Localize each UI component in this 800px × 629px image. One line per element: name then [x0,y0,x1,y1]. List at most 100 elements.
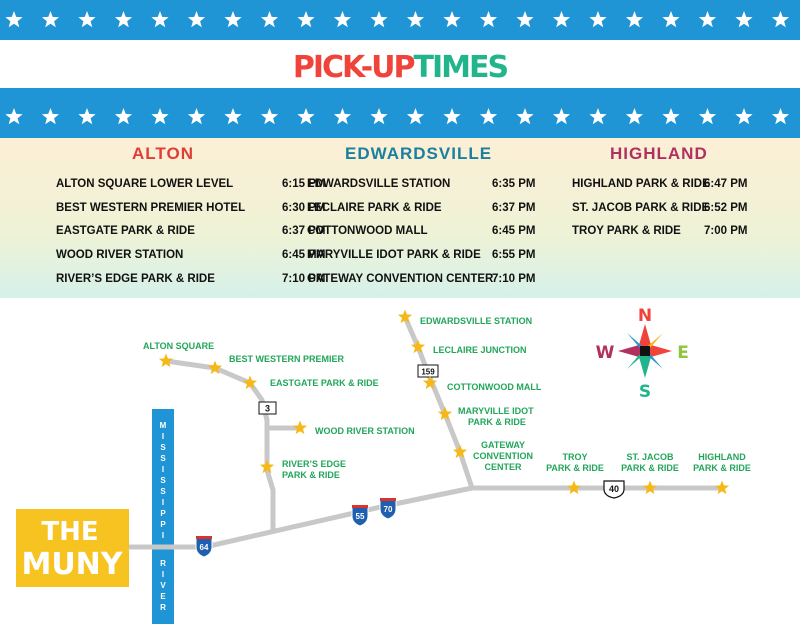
stop-star [158,353,174,368]
compass-rose: N S E W [596,306,689,402]
stop-star [410,339,426,354]
stop-time: 6:30 PM [282,201,326,214]
stop-name: MARYVILLE IDOT PARK & RIDE [307,249,481,262]
mississippi-river [152,409,174,624]
route-159-shield: 159 [417,364,439,378]
label-leclaire: LECLAIRE JUNCTION [433,345,527,355]
banner-star [151,11,169,28]
banner-star [443,108,461,125]
stop-name: COTTONWOOD MALL [307,225,428,238]
stop-name: BEST WESTERN PREMIER HOTEL [56,201,246,214]
banner-star [297,11,315,28]
stop-star [437,406,453,421]
title-part-times: TIMES [413,50,510,85]
banner-star [370,108,388,125]
banner-star [297,108,315,125]
stop-star [292,420,308,435]
label-gateway-3: CENTER [484,462,522,472]
stop-name: HIGHLAND PARK & RIDE [572,178,710,190]
banner-star [735,108,753,125]
stop-name: EDWARDSVILLE STATION [307,178,451,190]
stop-time: 7:10 PM [282,272,326,285]
banner-star [698,11,717,28]
banner-star [625,108,644,125]
banner-star [516,11,534,28]
schedule-panel [0,138,800,298]
stop-name: LECLAIRE PARK & RIDE [307,201,442,214]
label-troy-1: TROY [562,452,587,462]
interstate-55-shield: 55 [351,505,369,527]
interstate-55-label: 55 [356,512,365,521]
banner-star [771,108,790,125]
label-best-western: BEST WESTERN PREMIER [229,354,345,364]
road-edwardsville [402,314,475,491]
banner-star [224,11,242,28]
stop-name: GATEWAY CONVENTION CENTER [307,272,494,285]
muny-name: MUNY [21,547,123,582]
banner-star [552,108,571,125]
river-letter: I [162,498,164,507]
stop-name: ST. JACOB PARK & RIDE [572,201,710,214]
label-gateway-1: GATEWAY [481,440,525,450]
river-letter: P [160,520,166,529]
banner-star [479,108,498,125]
heading-edwardsville: EDWARDSVILLE [345,144,493,163]
stop-time: 6:52 PM [704,201,748,214]
label-wood-river: WOOD RIVER STATION [315,426,415,436]
river-letter: S [160,487,166,496]
us-40-shield: 40 [603,480,625,499]
stop-time: 6:15 PM [282,178,326,190]
river-letter: I [162,432,164,441]
banner-star [479,11,498,28]
label-stjacob-2: PARK & RIDE [621,463,679,473]
river-letter: I [162,570,164,579]
label-rivers-edge-2: PARK & RIDE [282,470,340,480]
stop-star [566,480,582,495]
river-letter: I [162,531,164,540]
muny-the: THE [41,517,98,547]
banner-star [698,108,717,125]
stop-star [397,309,413,324]
stop-time: 6:35 PM [492,178,536,190]
banner-star [5,108,23,125]
stop-time: 6:47 PM [704,178,748,190]
stop-time: 6:45 PM [282,249,326,262]
title-part-pickup: PICK-UP [292,50,416,85]
banner-star [224,108,242,125]
route-159-label: 159 [421,368,435,377]
interstate-64-shield: 64 [195,536,213,558]
river-letter: P [160,509,166,518]
river-letter: S [160,454,166,463]
stop-name: TROY PARK & RIDE [572,225,681,238]
banner-star [333,108,352,125]
banner-star [406,108,425,125]
banner-star [443,11,461,28]
river-letter: I [162,465,164,474]
banner-star [625,11,644,28]
stop-name: ALTON SQUARE LOWER LEVEL [56,178,234,190]
banner-star [187,11,206,28]
banner-star [662,11,680,28]
heading-highland: HIGHLAND [610,144,708,163]
river-letter: R [160,603,166,612]
road-i64-i70 [127,485,725,550]
road-alton [163,358,276,533]
banner-star [370,11,388,28]
stop-time: 7:10 PM [492,272,536,285]
label-eastgate: EASTGATE PARK & RIDE [270,378,379,388]
banner-star [406,11,425,28]
banner-star [78,11,96,28]
stop-time: 6:37 PM [282,225,326,238]
label-maryville-1: MARYVILLE IDOT [458,406,534,416]
heading-alton: ALTON [132,144,194,163]
river-letter: S [160,443,166,452]
banner-star [735,11,753,28]
river-letter: E [160,592,166,601]
banner-star [771,11,790,28]
label-highland-2: PARK & RIDE [693,463,751,473]
banner-star [552,11,571,28]
label-cottonwood: COTTONWOOD MALL [447,382,542,392]
stop-star [422,375,438,390]
